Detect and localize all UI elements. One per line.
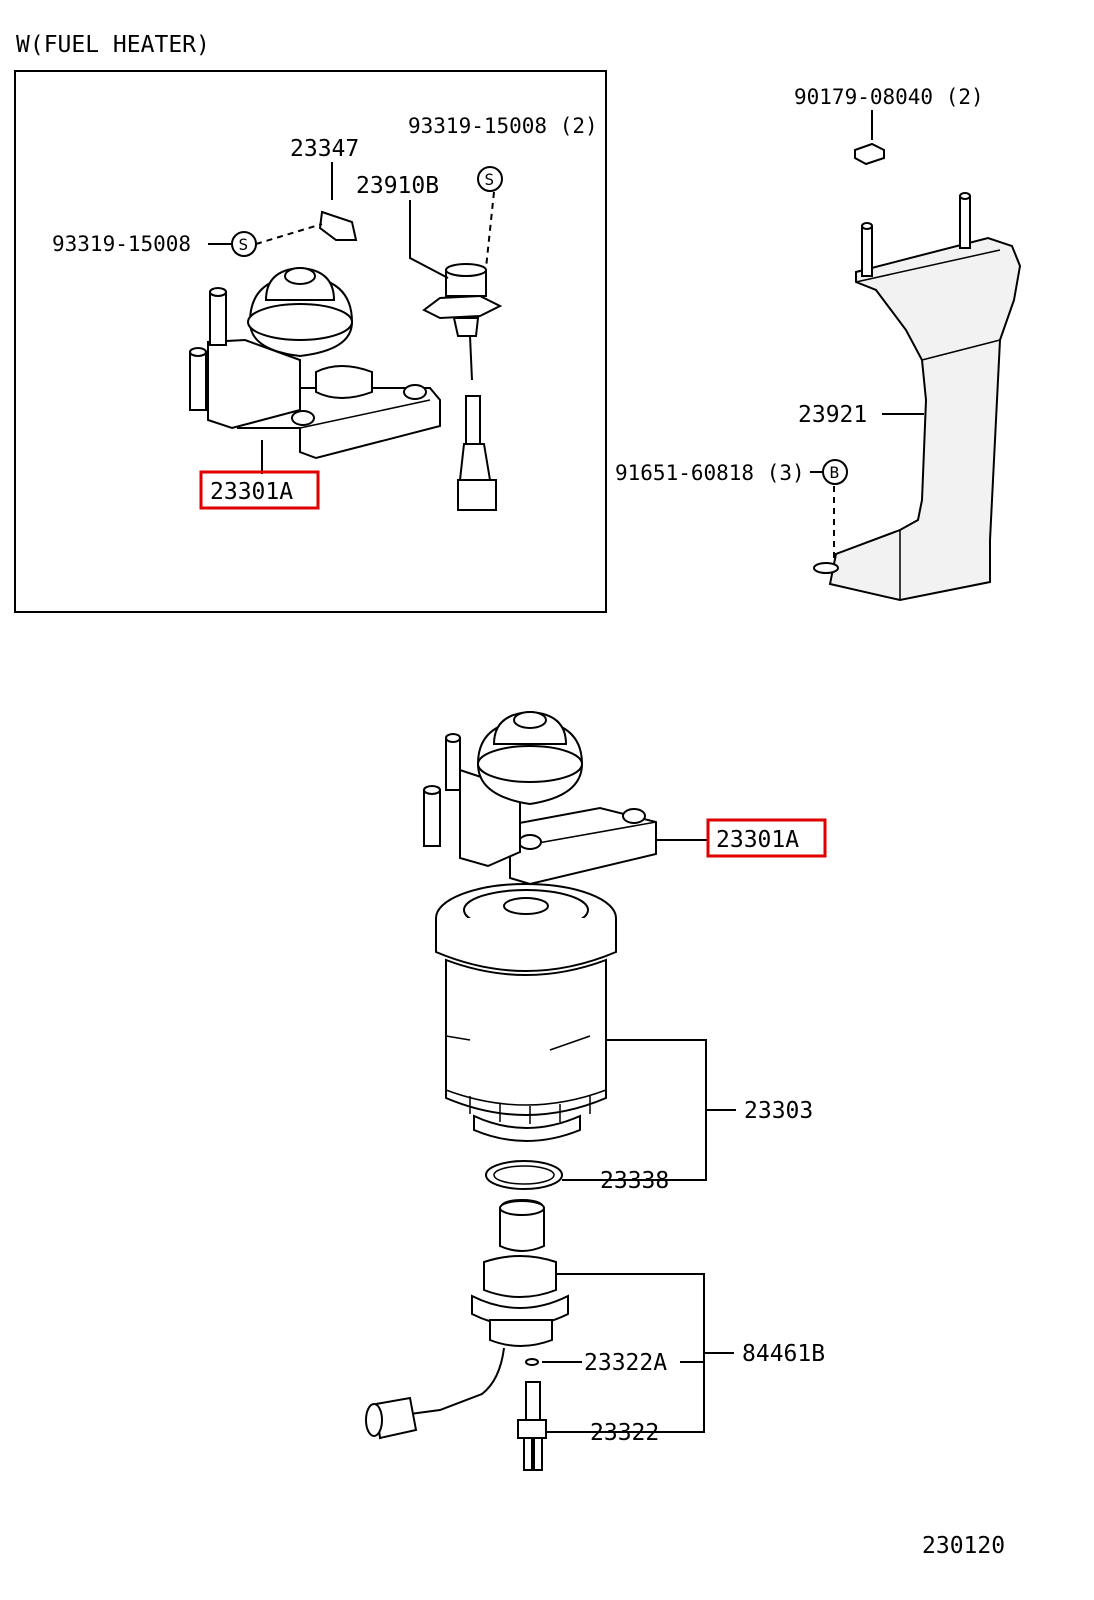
label-23322: 23322 (590, 1420, 659, 1446)
inset-clamp-23347 (318, 210, 358, 241)
leader-screw-left (255, 223, 323, 245)
main-filter-head-drawing (423, 710, 657, 886)
bracket-23921 (813, 192, 1022, 602)
gasket-23338 (485, 1160, 563, 1190)
label-23347: 23347 (290, 136, 359, 162)
label-84461B: 84461B (742, 1341, 825, 1367)
label-23301A-inset: 23301A (210, 479, 293, 505)
diagram-title: W(FUEL HEATER) (16, 32, 210, 58)
callout-circle-s-left (231, 231, 257, 257)
callout-circle-s-top (477, 166, 503, 192)
label-23921: 23921 (798, 402, 867, 428)
inset-frame (14, 70, 607, 613)
label-23338: 23338 (600, 1168, 669, 1194)
callout-s-left-label: S (239, 235, 249, 254)
leader-screw-right (485, 191, 495, 269)
nut-90179-08040 (854, 110, 885, 166)
label-23322A: 23322A (584, 1350, 667, 1376)
inset-filter-head-drawing (189, 266, 441, 460)
callout-s-top-label: S (485, 170, 495, 189)
label-23301A-main: 23301A (716, 827, 799, 853)
sensor-84461B (365, 1198, 569, 1471)
label-23303: 23303 (744, 1098, 813, 1124)
highlight-box-23301A-inset (199, 470, 320, 510)
label-91651-60818: 91651-60818 (3) (615, 461, 805, 485)
label-93319-15008-2: 93319-15008 (2) (408, 114, 598, 138)
highlight-box-23301A-main (706, 818, 827, 858)
label-90179-08040: 90179-08040 (2) (794, 85, 984, 109)
callout-circle-b (822, 459, 848, 485)
label-23910B: 23910B (356, 173, 439, 199)
diagram-number: 230120 (922, 1533, 1005, 1559)
callout-b-label: B (830, 463, 840, 482)
leader-23910B (409, 200, 449, 279)
label-93319-15008: 93319-15008 (52, 232, 191, 256)
filter-element-23303 (435, 883, 617, 1142)
inset-switch-23910B (422, 263, 503, 511)
